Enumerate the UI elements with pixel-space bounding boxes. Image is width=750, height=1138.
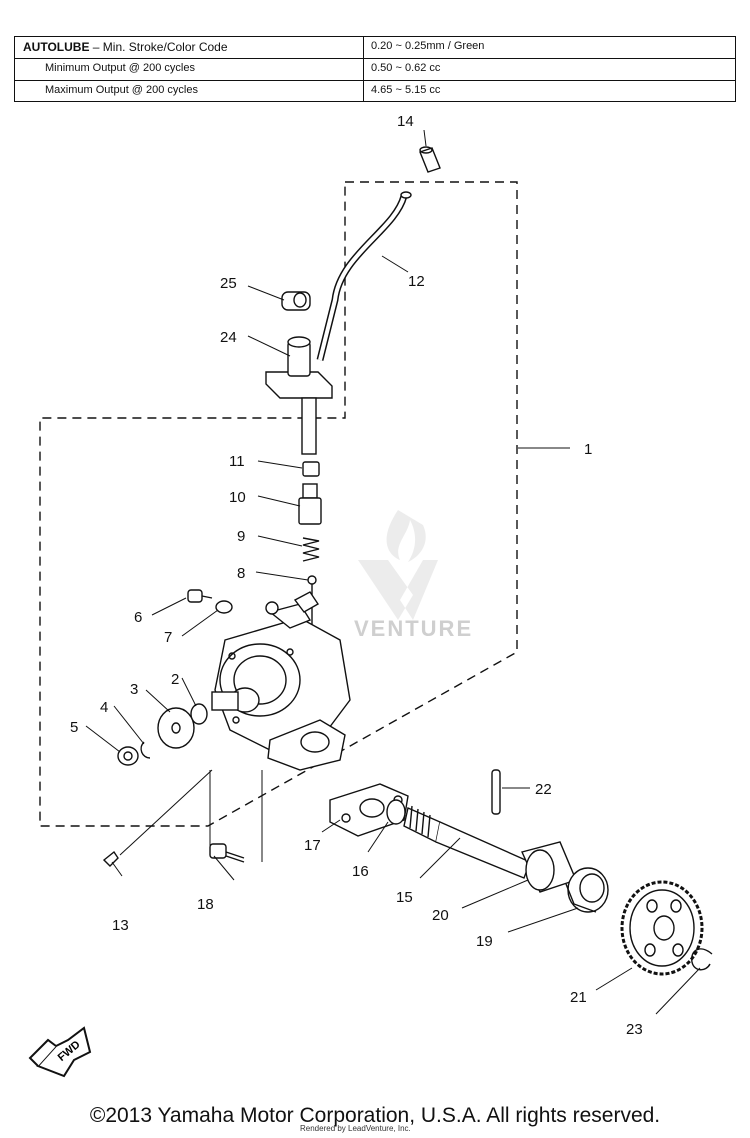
callout-13: 13 xyxy=(112,917,129,934)
collar-part-20 xyxy=(521,841,577,893)
table-row: Maximum Output @ 200 cycles 4.65 ~ 5.15 … xyxy=(15,81,735,103)
table-row: Minimum Output @ 200 cycles 0.50 ~ 0.62 … xyxy=(15,59,735,81)
pin-part-22 xyxy=(491,769,501,815)
callout-15: 15 xyxy=(396,889,413,906)
washer-part-2 xyxy=(190,703,208,725)
callout-24: 24 xyxy=(220,329,237,346)
assembly-outline xyxy=(39,181,518,827)
callout-19: 19 xyxy=(476,933,493,950)
callout-18: 18 xyxy=(197,896,214,913)
cap-part-14 xyxy=(419,146,441,173)
callout-4: 4 xyxy=(100,699,108,716)
ball-part-8 xyxy=(307,575,317,585)
callout-8: 8 xyxy=(237,565,245,582)
callout-16: 16 xyxy=(352,863,369,880)
spring-part-9 xyxy=(302,537,320,562)
watermark-text: VENTURE xyxy=(354,616,474,641)
callout-14: 14 xyxy=(397,113,414,130)
table-divider xyxy=(363,37,364,101)
callout-10: 10 xyxy=(229,489,246,506)
callout-12: 12 xyxy=(408,273,425,290)
spec-label: AUTOLUBE – Min. Stroke/Color Code xyxy=(23,40,228,54)
copyright-footer: ©2013 Yamaha Motor Corporation, U.S.A. A… xyxy=(89,1104,661,1127)
screw-part-6 xyxy=(187,589,213,603)
spec-value: 0.20 ~ 0.25mm / Green xyxy=(371,40,485,52)
callout-17: 17 xyxy=(304,837,321,854)
bolt-part-10 xyxy=(298,483,322,525)
callout-2: 2 xyxy=(171,671,179,688)
spec-label-rest: – Min. Stroke/Color Code xyxy=(89,40,228,54)
callout-22: 22 xyxy=(535,781,552,798)
spec-table: AUTOLUBE – Min. Stroke/Color Code 0.20 ~… xyxy=(14,36,736,102)
callout-labels: 1 2 3 4 5 6 7 8 9 10 11 12 13 14 15 16 1… xyxy=(56,113,643,1064)
callout-9: 9 xyxy=(237,528,245,545)
pin-part-13 xyxy=(102,850,119,867)
callout-11: 11 xyxy=(229,453,245,470)
spec-label: Minimum Output @ 200 cycles xyxy=(45,62,195,74)
callout-7: 7 xyxy=(164,629,172,646)
callout-5: 5 xyxy=(70,719,78,736)
gasket-part-17 xyxy=(329,783,409,837)
shaft-part-15 xyxy=(403,805,531,879)
bolt-part-18 xyxy=(209,843,245,863)
spec-label: Maximum Output @ 200 cycles xyxy=(45,84,198,96)
callout-25: 25 xyxy=(220,275,237,292)
leader-lines xyxy=(85,129,701,1015)
spec-value: 0.50 ~ 0.62 cc xyxy=(371,62,441,74)
oring-part-16 xyxy=(386,799,406,825)
callout-1: 1 xyxy=(584,441,592,458)
gear-part-21 xyxy=(620,880,704,976)
washer-part-4 xyxy=(140,741,151,759)
fwd-arrow-icon xyxy=(28,1026,92,1078)
plate-part-3 xyxy=(157,707,195,749)
spec-label-bold: AUTOLUBE xyxy=(23,40,90,54)
delivery-pipe-12 xyxy=(316,191,412,361)
collar-part-11 xyxy=(302,461,320,477)
callout-23: 23 xyxy=(626,1021,643,1038)
circlip-part-23 xyxy=(691,948,713,971)
callout-21: 21 xyxy=(570,989,587,1006)
nut-part-5 xyxy=(117,746,139,766)
callout-20: 20 xyxy=(432,907,449,924)
pump-body xyxy=(211,591,351,771)
table-row: AUTOLUBE – Min. Stroke/Color Code 0.20 ~… xyxy=(15,37,735,59)
parts-diagram: 1 2 3 4 5 6 7 8 9 10 11 12 13 14 15 16 1… xyxy=(28,113,713,1078)
bracket-part-24 xyxy=(265,336,333,455)
render-note: Rendered by LeadVenture, Inc. xyxy=(300,1124,411,1133)
callout-3: 3 xyxy=(130,681,138,698)
spec-value: 4.65 ~ 5.15 cc xyxy=(371,84,441,96)
washer-part-7 xyxy=(215,600,233,614)
clip-part-25 xyxy=(281,291,311,311)
watermark-logo xyxy=(358,510,438,620)
bearing-part-19 xyxy=(565,867,609,913)
callout-6: 6 xyxy=(134,609,142,626)
